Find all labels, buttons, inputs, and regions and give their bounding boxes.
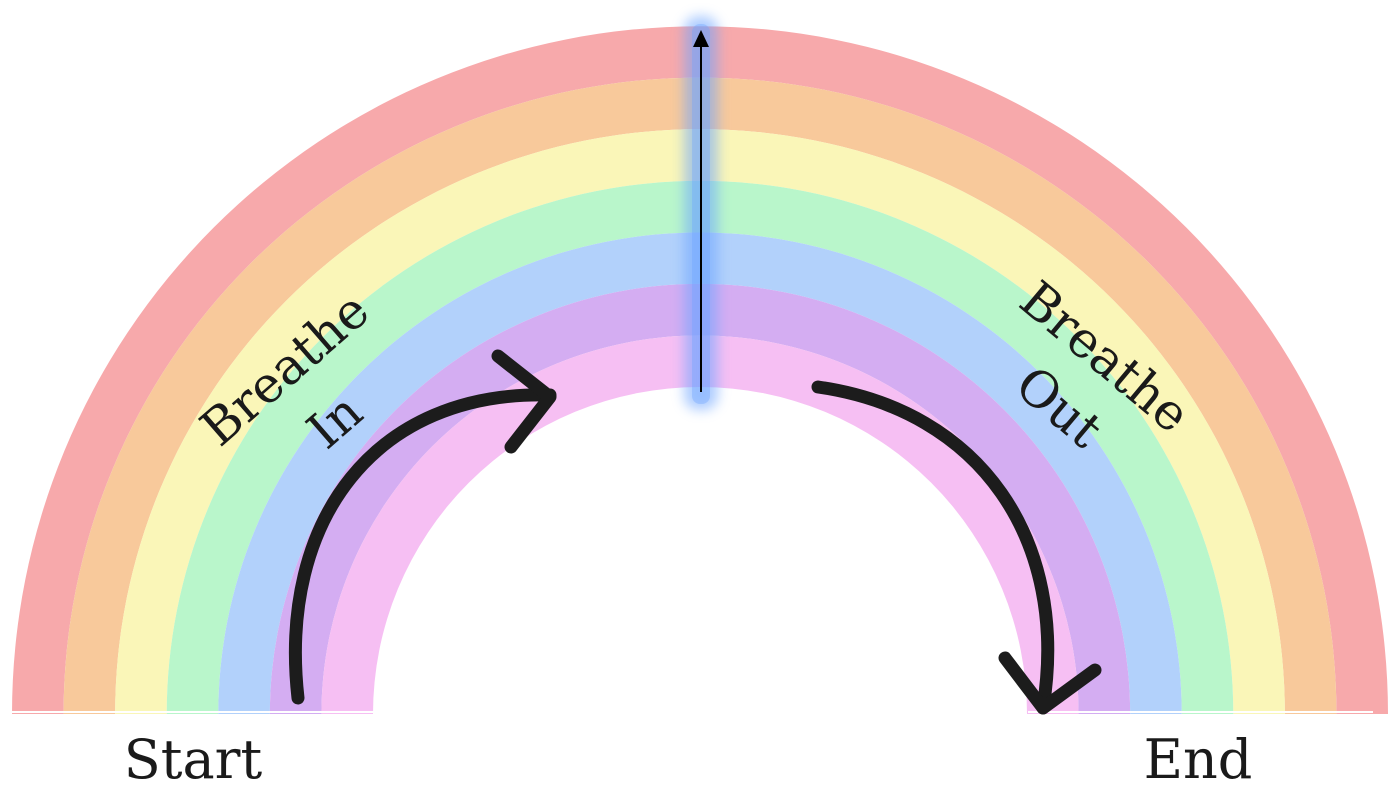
start-label: Start — [124, 728, 263, 786]
center-glow-line — [684, 16, 718, 410]
end-label: End — [1144, 728, 1253, 786]
